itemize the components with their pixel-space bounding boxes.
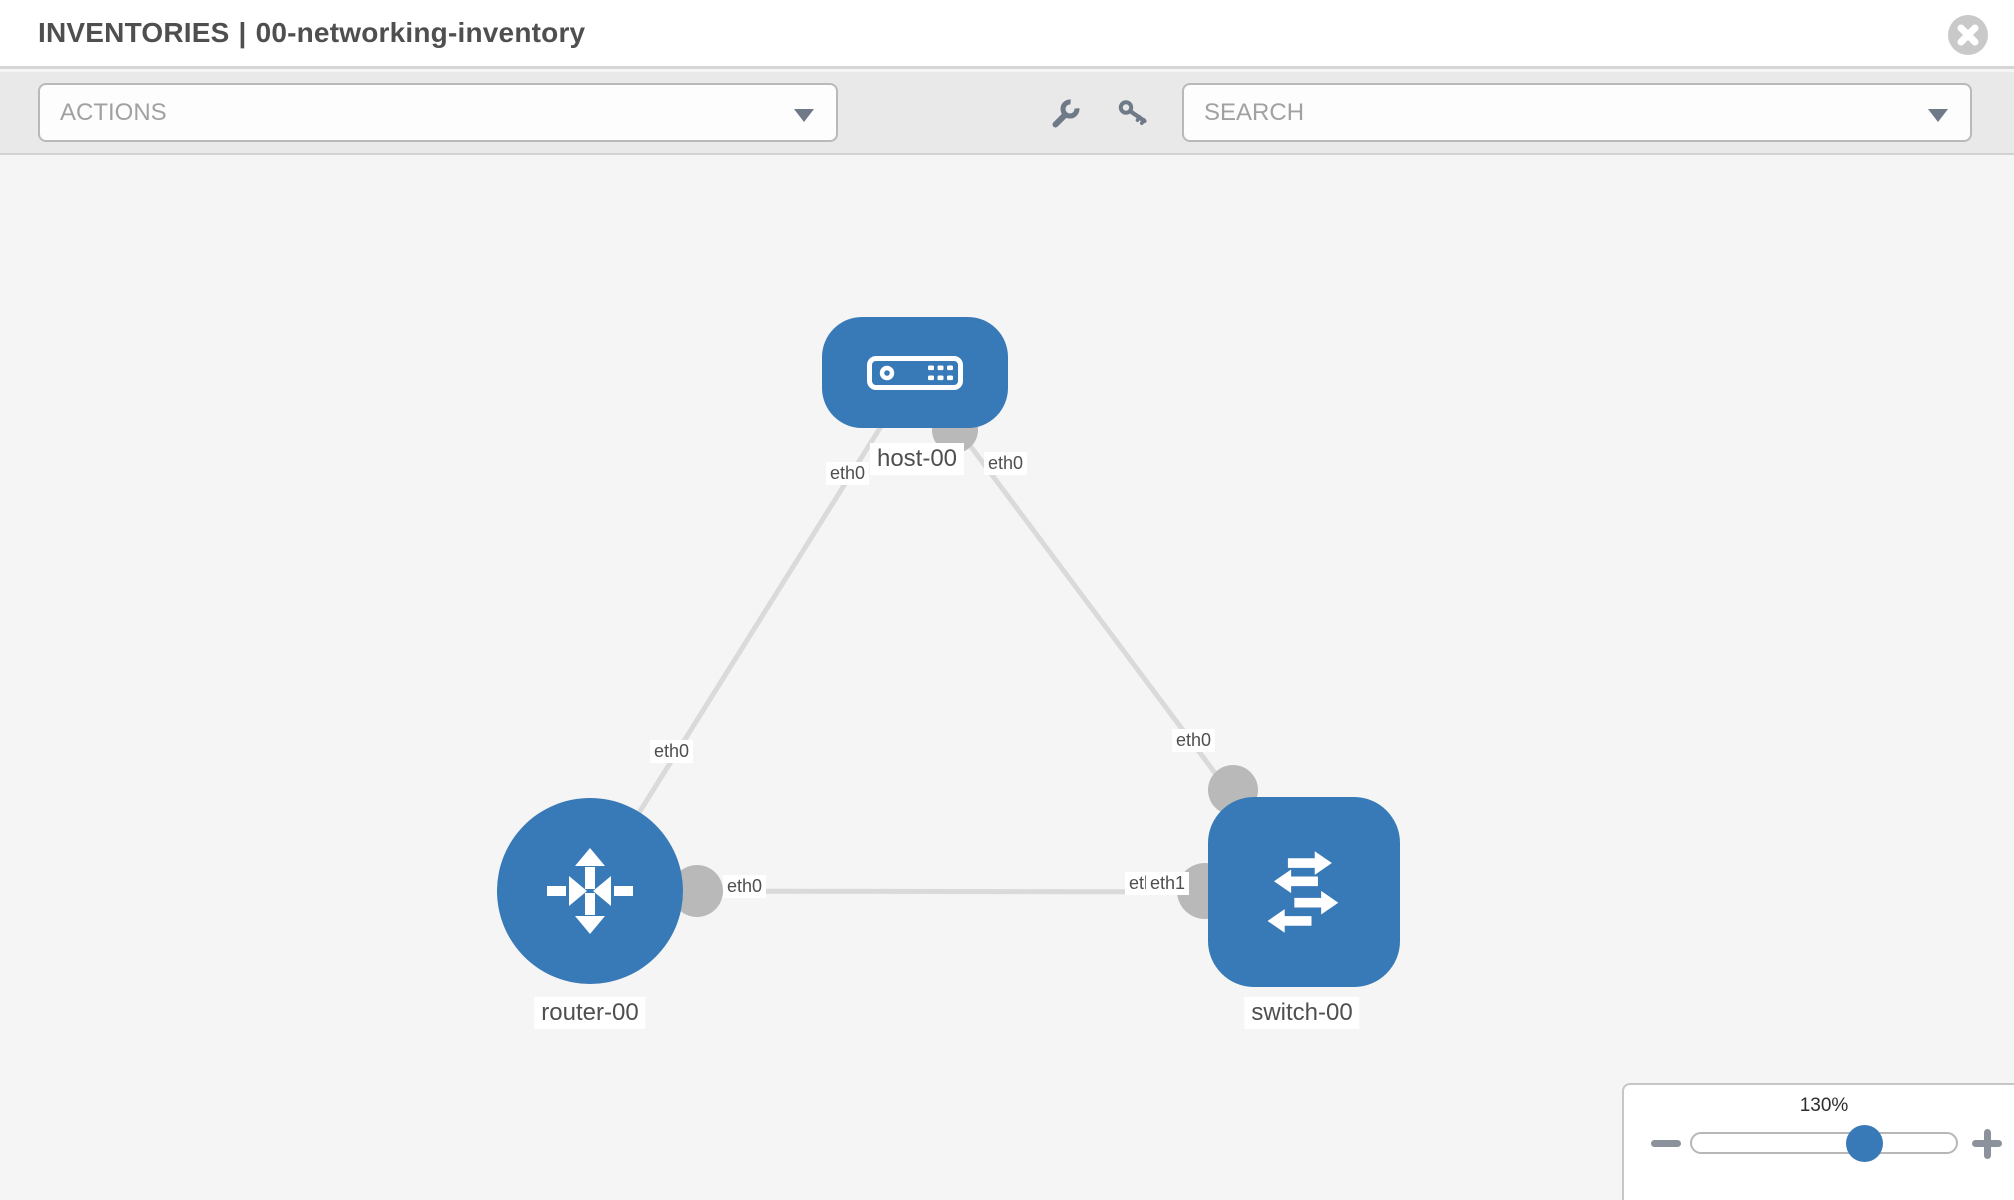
if-label-host-left: eth0: [826, 462, 870, 485]
switch-icon: [1267, 851, 1339, 933]
wrench-icon: [1052, 99, 1080, 128]
circle-x-icon: [1957, 24, 1979, 46]
zoom-slider-thumb[interactable]: [1846, 1125, 1883, 1162]
search-dropdown[interactable]: SEARCH: [1182, 83, 1972, 142]
topology-canvas[interactable]: host-00 router-00 switch-00 eth0 eth0 et…: [0, 155, 2014, 1200]
key-icon: [1118, 100, 1147, 126]
actions-dropdown-label: ACTIONS: [60, 99, 167, 126]
toolbar: ACTIONS SEARCH: [0, 72, 2014, 155]
topology-links-layer: [587, 370, 1307, 919]
chevron-down-icon: [794, 109, 814, 122]
title-separator: |: [238, 17, 247, 48]
if-label-host-right: eth0: [984, 452, 1028, 475]
node-label-router: router-00: [534, 997, 646, 1029]
plus-icon[interactable]: [1983, 1128, 1991, 1159]
page-title: INVENTORIES | 00-networking-inventory: [38, 0, 594, 66]
zoom-level-value: 130%: [1799, 1095, 1849, 1116]
zoom-slider-track[interactable]: [1690, 1132, 1958, 1154]
node-switch-00[interactable]: [1208, 797, 1400, 987]
host-icon: [867, 355, 963, 390]
title-inventory-name: 00-networking-inventory: [255, 17, 586, 48]
if-label-host-router-mid: eth0: [650, 740, 694, 763]
if-label-host-switch-mid: eth0: [1172, 729, 1216, 752]
router-icon: [547, 848, 633, 934]
title-prefix: INVENTORIES: [38, 17, 230, 48]
node-label-host: host-00: [869, 443, 965, 475]
close-button[interactable]: [1948, 15, 1988, 55]
link-host-router: [587, 370, 918, 893]
node-router-00[interactable]: [497, 798, 683, 984]
port-router-eth0: [671, 865, 723, 917]
chevron-down-icon: [1928, 109, 1948, 122]
page-header: INVENTORIES | 00-networking-inventory: [0, 0, 2014, 69]
search-dropdown-label: SEARCH: [1204, 99, 1305, 126]
if-label-router-right: eth0: [723, 875, 767, 898]
node-label-switch: switch-00: [1244, 997, 1360, 1029]
actions-dropdown[interactable]: ACTIONS: [38, 83, 838, 142]
zoom-panel: 130%: [1622, 1083, 2014, 1200]
minus-icon[interactable]: [1651, 1140, 1681, 1147]
key-button[interactable]: [1116, 96, 1152, 132]
node-host-00[interactable]: [822, 317, 1008, 428]
wrench-button[interactable]: [1048, 96, 1084, 132]
if-label-switch-left-front: eth1: [1146, 872, 1190, 895]
